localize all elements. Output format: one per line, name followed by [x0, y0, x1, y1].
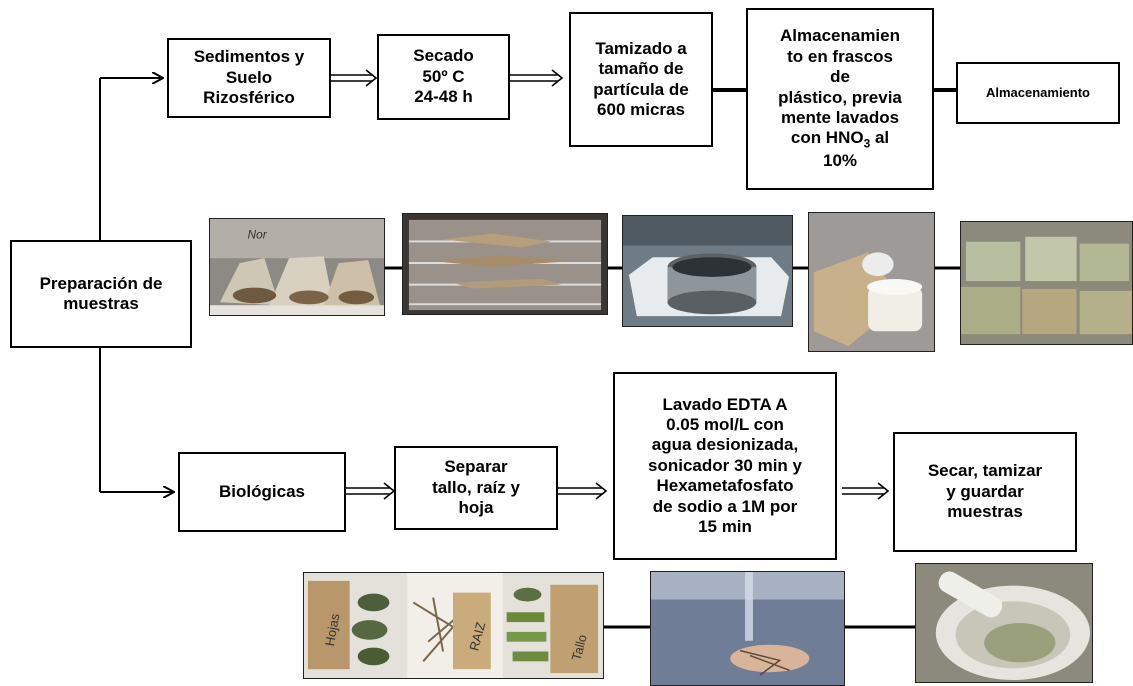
- sedimentos-box: Sedimentos y Suelo Rizosférico: [167, 38, 331, 118]
- tamizado-box: Tamizado a tamaño de partícula de 600 mi…: [569, 12, 713, 147]
- preparacion-box: Preparación de muestras: [10, 240, 192, 348]
- secado-box: Secado 50º C 24-48 h: [377, 34, 510, 120]
- photo-drying-oven: [402, 213, 608, 315]
- svg-text:Tallo: Tallo: [568, 633, 589, 662]
- photo-sediment-bags: Nor: [209, 218, 385, 316]
- almacenamiento-frascos-box: Almacenamien to en frascos de plástico, …: [746, 8, 934, 190]
- svg-text:Hojas: Hojas: [322, 612, 343, 647]
- secar-box: Secar, tamizar y guardar muestras: [893, 432, 1077, 552]
- lavado-box: Lavado EDTA A 0.05 mol/L con agua desion…: [613, 372, 837, 560]
- photo-washing-sink: [650, 571, 845, 686]
- separar-box: Separar tallo, raíz y hoja: [394, 446, 558, 530]
- almacenamiento-box: Almacenamiento: [956, 62, 1120, 124]
- photo-storage-bags: [960, 221, 1133, 345]
- photo-plant-parts: Hojas RAIZ Tallo: [303, 572, 604, 679]
- frascos-text: Almacenamien to en frascos de plástico, …: [778, 26, 902, 171]
- photo-sieve: [622, 215, 793, 327]
- svg-text:RAIZ: RAIZ: [466, 620, 488, 652]
- biologicas-box: Biológicas: [178, 452, 346, 532]
- photo-jar-and-bag: [808, 212, 935, 352]
- svg-text:Nor: Nor: [248, 228, 268, 242]
- photo-mortar: [915, 563, 1093, 683]
